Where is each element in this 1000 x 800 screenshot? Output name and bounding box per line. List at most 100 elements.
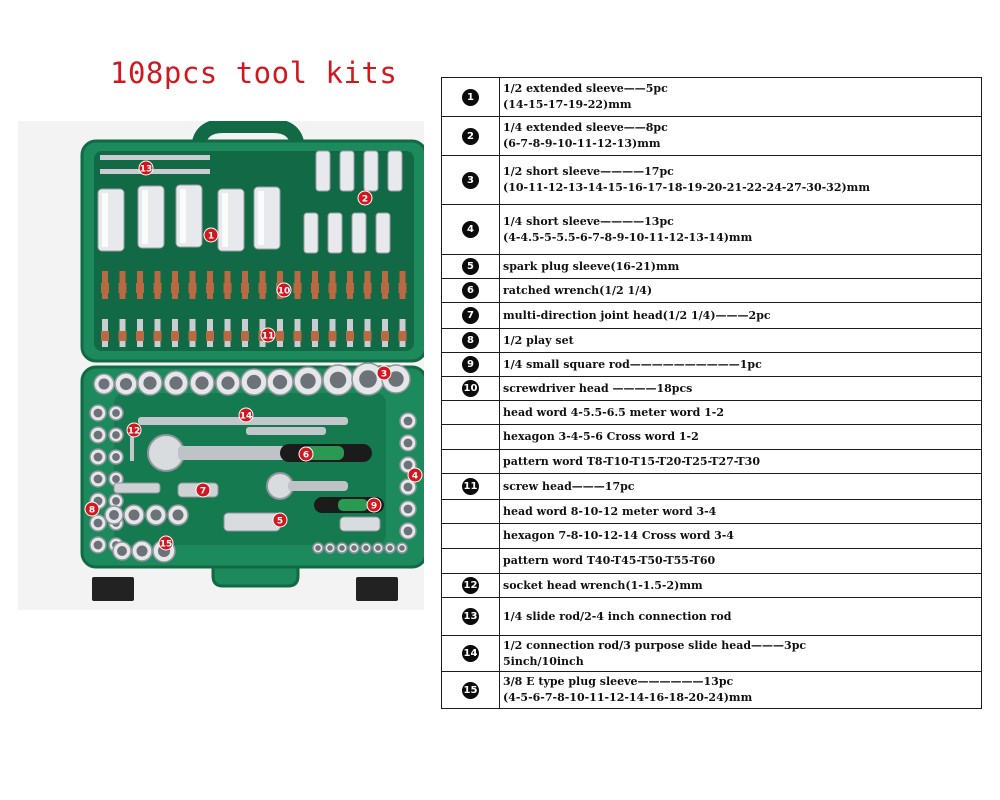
item-number-cell: 13	[441, 597, 500, 636]
socket-bore	[143, 376, 157, 390]
item-description-line: 1/2 play set	[503, 333, 574, 347]
small-extended-socket	[303, 212, 319, 254]
item-number-cell	[441, 449, 500, 474]
socket-bore	[98, 378, 110, 390]
small-extended-socket	[387, 150, 403, 192]
socket-bore	[403, 526, 413, 536]
callout-label: 8	[89, 506, 95, 516]
item-number-cell	[441, 548, 500, 574]
item-description-line: (4-4.5-5-5.5-6-7-8-9-10-11-12-13-14)mm	[503, 230, 753, 244]
small-extended-socket	[351, 212, 367, 254]
hex-key	[130, 437, 134, 461]
item-number-cell: 7	[441, 302, 500, 329]
socket-bore	[112, 497, 120, 505]
bit-collar	[398, 331, 407, 341]
item-number-cell: 11	[441, 473, 500, 500]
item-number-badge: 5	[462, 258, 479, 275]
socket-bore	[329, 371, 347, 389]
bit-collar	[118, 331, 127, 341]
callout-label: 12	[128, 427, 141, 437]
item-description-line: 1/2 short sleeve————17pc	[503, 165, 674, 178]
item-number-badge: 2	[462, 127, 479, 145]
callout-label: 10	[278, 287, 291, 297]
socket-bore	[128, 509, 140, 521]
callout-marker	[276, 282, 292, 298]
socket-bore	[403, 438, 413, 448]
item-description-line: 5inch/10inch	[503, 654, 584, 668]
item-number-cell: 4	[441, 204, 500, 255]
item-description-line: 1/4 small square rod——————————1pc	[503, 357, 762, 371]
ratchet-shaft	[178, 446, 298, 460]
item-description-line: 1/4 extended sleeve——8pc	[503, 121, 668, 134]
item-number-cell	[441, 523, 500, 549]
item-description-cell: 1/2 connection rod/3 purpose slide head—…	[499, 635, 982, 672]
item-description-line: 1/4 slide rod/2-4 inch connection rod	[503, 609, 732, 623]
spec-row: pattern word T40-T45-T50-T55-T60	[441, 548, 982, 574]
spec-row: 13 1/4 slide rod/2-4 inch connection rod	[441, 597, 982, 636]
callout-label: 9	[371, 502, 377, 512]
callout-marker	[84, 501, 100, 517]
bit-collar	[188, 331, 197, 341]
small-extended-socket	[375, 212, 391, 254]
callout-label: 11	[262, 332, 275, 342]
callout-marker	[238, 407, 254, 423]
item-number-cell	[441, 400, 500, 425]
small-extended-socket	[363, 150, 379, 192]
item-number-badge: 7	[462, 307, 479, 324]
item-description-cell: hexagon 7-8-10-12-14 Cross word 3-4	[499, 523, 982, 549]
item-number-cell: 1	[441, 77, 500, 117]
socket-bore	[351, 545, 357, 551]
bit-collar	[293, 331, 302, 341]
item-description-cell: head word 8-10-12 meter word 3-4	[499, 499, 982, 524]
item-description-cell: 1/2 play set	[499, 328, 982, 353]
case-handle	[191, 121, 305, 152]
socket-bore	[403, 460, 413, 470]
extended-socket	[97, 188, 125, 252]
socket-bore	[375, 545, 381, 551]
item-description-line: multi-direction joint head(1/2 1/4)———2p…	[503, 308, 771, 322]
bit-collar	[381, 283, 389, 293]
item-description-cell: multi-direction joint head(1/2 1/4)———2p…	[499, 302, 982, 329]
bit-collar	[363, 331, 372, 341]
socket-bore	[363, 545, 369, 551]
socket-bore	[387, 545, 393, 551]
item-description-cell: screwdriver head ————18pcs	[499, 376, 982, 401]
callout-label: 2	[362, 195, 368, 205]
bit-collar	[118, 283, 127, 293]
bit-collar	[311, 283, 319, 293]
callout-label: 13	[140, 165, 153, 175]
item-number-cell: 2	[441, 116, 500, 156]
spec-row: pattern word T8-T10-T15-T20-T25-T27-T30	[441, 449, 982, 474]
item-number-badge: 13	[462, 608, 479, 625]
spark-plug-sleeve	[223, 512, 281, 532]
item-number-cell: 10	[441, 376, 500, 401]
item-description-line: 1/2 extended sleeve——5pc	[503, 82, 668, 95]
item-number-cell: 8	[441, 328, 500, 353]
item-description-cell: pattern word T40-T45-T50-T55-T60	[499, 548, 982, 574]
socket-bore	[150, 509, 162, 521]
bit-collar	[171, 283, 179, 293]
extended-socket	[175, 184, 203, 248]
socket-highlight	[258, 191, 264, 245]
bit-collar	[241, 331, 249, 341]
bit-collar	[153, 283, 162, 293]
item-description-line: (6-7-8-9-10-11-12-13)mm	[503, 137, 661, 150]
item-number-badge: 4	[462, 221, 479, 238]
case-latch	[92, 577, 134, 601]
socket-bore	[300, 373, 316, 389]
callout-marker	[158, 535, 174, 551]
extended-socket	[253, 186, 281, 250]
item-description-line: ratched wrench(1/2 1/4)	[503, 283, 653, 297]
bit-collar	[328, 283, 337, 293]
socket-bore	[403, 504, 413, 514]
item-description-cell: spark plug sleeve(16-21)mm	[499, 254, 982, 279]
callout-marker	[195, 482, 211, 498]
socket-bore	[388, 371, 404, 387]
item-description-cell: 1/2 extended sleeve——5pc(14-15-17-19-22)…	[499, 77, 982, 117]
